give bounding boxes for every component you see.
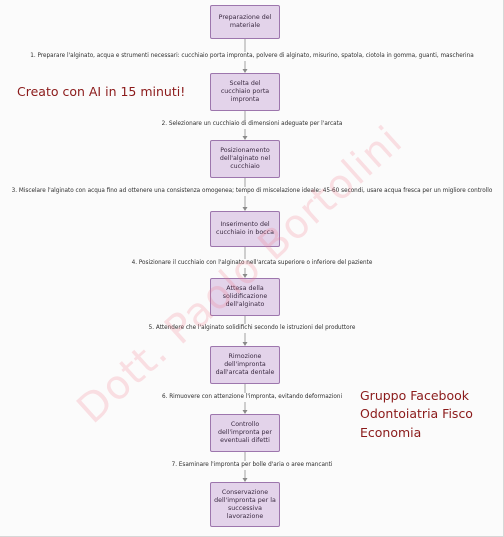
step-node: Inserimento del cucchiaio in bocca (210, 211, 280, 247)
arrowhead-icon (242, 410, 248, 414)
arrowhead-icon (242, 136, 248, 140)
edge-label: 7. Esaminare l'impronta per bolle d'aria… (171, 462, 333, 468)
annotation-left: Creato con AI in 15 minuti! (17, 84, 186, 99)
edge-label: 2. Selezionare un cucchiaio di dimension… (161, 121, 343, 127)
step-node: Preparazione del materiale (210, 5, 280, 39)
edge-label: 1. Preparare l'alginato, acqua e strumen… (30, 53, 474, 59)
step-node: Scelta del cucchiaio porta impronta (210, 73, 280, 111)
edge-label: 5. Attendere che l'alginato solidifichi … (148, 325, 356, 331)
annotation-right-line3: Economia (360, 425, 422, 440)
step-node: Rimozione dell'impronta dall'arcata dent… (210, 346, 280, 384)
step-node: Attesa della solidificazione dell'algina… (210, 278, 280, 316)
annotation-right-line1: Gruppo Facebook (360, 388, 469, 403)
step-node: Posizionamento dell'alginato nel cucchia… (210, 140, 280, 178)
arrowhead-icon (242, 274, 248, 278)
arrowhead-icon (242, 207, 248, 211)
arrowhead-icon (242, 342, 248, 346)
edge-label: 6. Rimuovere con attenzione l'impronta, … (161, 394, 343, 400)
edge-label: 3. Miscelare l'alginato con acqua fino a… (11, 188, 493, 194)
arrowhead-icon (242, 478, 248, 482)
arrowhead-icon (242, 69, 248, 73)
step-node: Conservazione dell'impronta per la succe… (210, 482, 280, 527)
annotation-right-line2: Odontoiatria Fisco (360, 406, 473, 421)
edge-label: 4. Posizionare il cucchiaio con l'algina… (131, 260, 373, 266)
step-node: Controllo dell'impronta per eventuali di… (210, 414, 280, 452)
